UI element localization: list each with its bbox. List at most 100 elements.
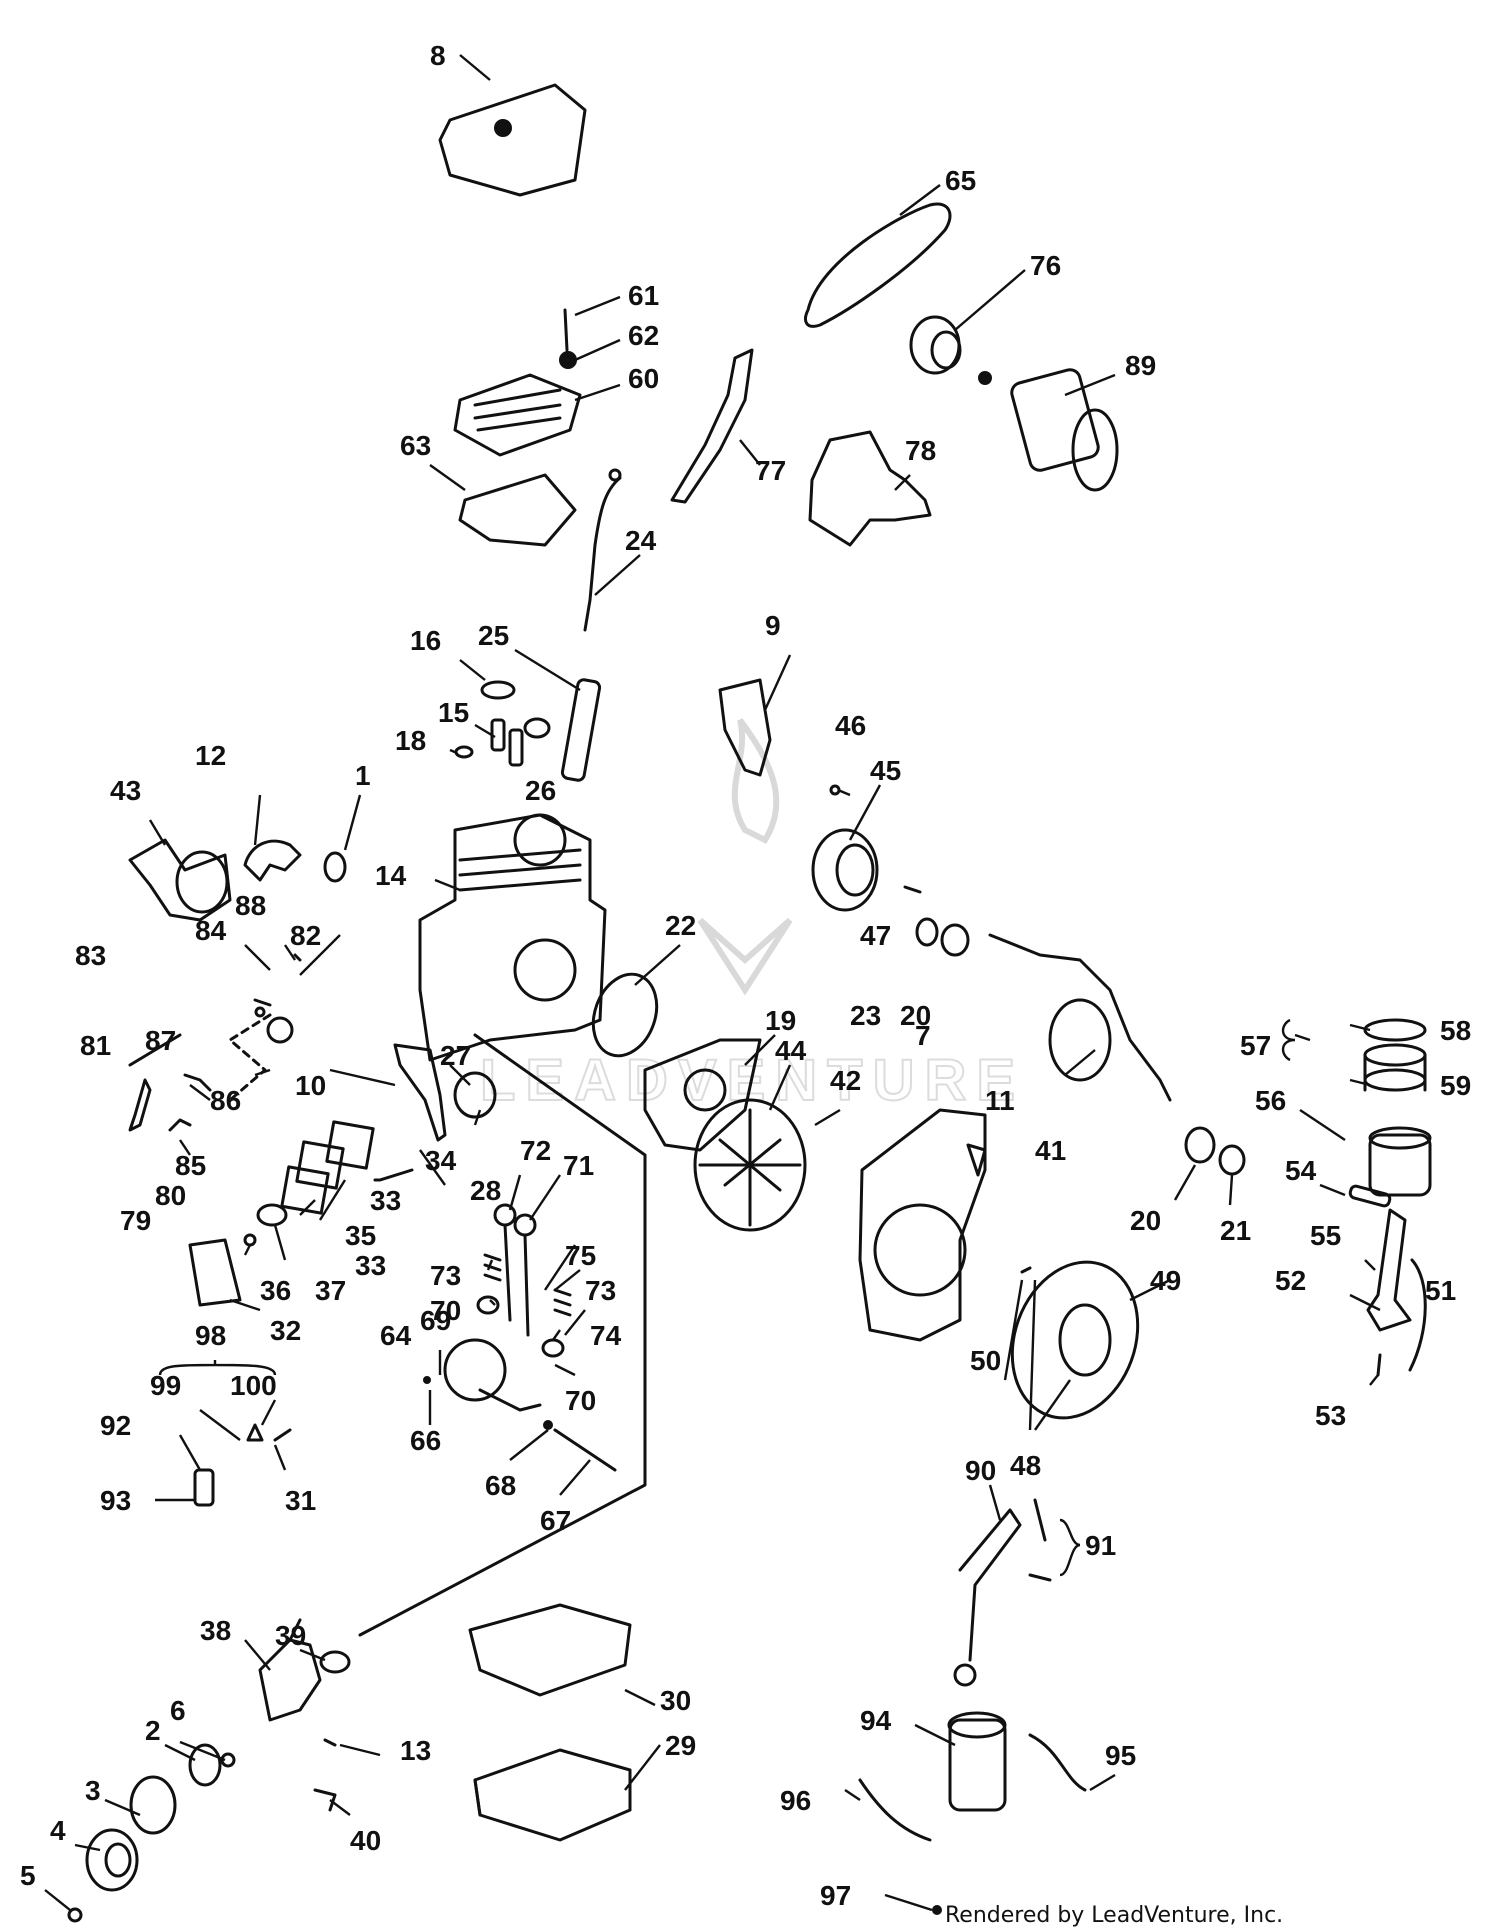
callout-36: 36 [260, 1275, 291, 1306]
callout-12: 12 [195, 740, 226, 771]
callout-43: 43 [110, 775, 141, 806]
leader-lines [44, 54, 1381, 1912]
callout-44: 44 [775, 1035, 807, 1066]
callout-20b: 20 [1130, 1205, 1161, 1236]
callout-88: 88 [235, 890, 266, 921]
callout-64: 64 [380, 1320, 412, 1351]
callout-90: 90 [965, 1455, 996, 1486]
callout-50: 50 [970, 1345, 1001, 1376]
callout-67: 67 [540, 1505, 571, 1536]
callout-66: 66 [410, 1425, 441, 1456]
callout-labels: 8 65 76 89 61 62 60 63 77 78 24 16 25 15… [20, 40, 1471, 1911]
callout-3: 3 [85, 1775, 101, 1806]
callout-92: 92 [100, 1410, 131, 1441]
callout-24: 24 [625, 525, 657, 556]
callout-85: 85 [175, 1150, 206, 1181]
callout-60: 60 [628, 363, 659, 394]
callout-68: 68 [485, 1470, 516, 1501]
callout-57: 57 [1240, 1030, 1271, 1061]
callout-78: 78 [905, 435, 936, 466]
callout-25: 25 [478, 620, 509, 651]
callout-74: 74 [590, 1320, 622, 1351]
callout-81: 81 [80, 1030, 111, 1061]
callout-69: 69 [420, 1305, 451, 1336]
callout-73b: 73 [585, 1275, 616, 1306]
callout-82: 82 [290, 920, 321, 951]
callout-42: 42 [830, 1065, 861, 1096]
callout-40: 40 [350, 1825, 381, 1856]
callout-45: 45 [870, 755, 901, 786]
callout-8: 8 [430, 40, 446, 71]
callout-65: 65 [945, 165, 976, 196]
callout-33a: 33 [370, 1185, 401, 1216]
callout-77: 77 [755, 455, 786, 486]
callout-21: 21 [1220, 1215, 1251, 1246]
callout-87: 87 [145, 1025, 176, 1056]
callout-94: 94 [860, 1705, 892, 1736]
callout-49: 49 [1150, 1265, 1181, 1296]
callout-51: 51 [1425, 1275, 1456, 1306]
callout-1: 1 [355, 760, 371, 791]
callout-48: 48 [1010, 1450, 1041, 1481]
callout-7: 7 [915, 1020, 931, 1051]
callout-95: 95 [1105, 1740, 1136, 1771]
callout-99: 99 [150, 1370, 181, 1401]
callout-18: 18 [395, 725, 426, 756]
callout-62: 62 [628, 320, 659, 351]
callout-28: 28 [470, 1175, 501, 1206]
callout-98: 98 [195, 1320, 226, 1351]
callout-89: 89 [1125, 350, 1156, 381]
callout-80: 80 [155, 1180, 186, 1211]
callout-72: 72 [520, 1135, 551, 1166]
watermark-logo: LEADVENTURE [479, 718, 1016, 1114]
callout-16: 16 [410, 625, 441, 656]
callout-22: 22 [665, 910, 696, 941]
callout-97: 97 [820, 1880, 851, 1911]
callout-70b: 70 [565, 1385, 596, 1416]
callout-86: 86 [210, 1085, 241, 1116]
callout-31: 31 [285, 1485, 316, 1516]
callout-38: 38 [200, 1615, 231, 1646]
callout-32: 32 [270, 1315, 301, 1346]
callout-100: 100 [230, 1370, 277, 1401]
callout-20a: 20 [900, 1000, 931, 1031]
callout-26: 26 [525, 775, 556, 806]
callout-76: 76 [1030, 250, 1061, 281]
callout-61: 61 [628, 280, 659, 311]
callout-37: 37 [315, 1275, 346, 1306]
callout-73a: 73 [430, 1260, 461, 1291]
callout-9: 9 [765, 610, 781, 641]
callout-6: 6 [170, 1695, 186, 1726]
callout-4: 4 [50, 1815, 66, 1846]
callout-83: 83 [75, 940, 106, 971]
callout-54: 54 [1285, 1155, 1317, 1186]
callout-10: 10 [295, 1070, 326, 1101]
callout-23: 23 [850, 1000, 881, 1031]
callout-15: 15 [438, 697, 469, 728]
credit-text: Rendered by LeadVenture, Inc. [945, 1903, 1283, 1928]
callout-52: 52 [1275, 1265, 1306, 1296]
parts [67, 83, 1432, 1923]
callout-91: 91 [1085, 1530, 1116, 1561]
callout-30: 30 [660, 1685, 691, 1716]
callout-29: 29 [665, 1730, 696, 1761]
callout-46: 46 [835, 710, 866, 741]
callout-47: 47 [860, 920, 891, 951]
callout-96: 96 [780, 1785, 811, 1816]
callout-84: 84 [195, 915, 227, 946]
callout-41: 41 [1035, 1135, 1066, 1166]
callout-71: 71 [563, 1150, 594, 1181]
callout-11: 11 [985, 1085, 1015, 1116]
callout-79: 79 [120, 1205, 151, 1236]
callout-5: 5 [20, 1860, 36, 1891]
callout-56: 56 [1255, 1085, 1286, 1116]
callout-2: 2 [145, 1715, 161, 1746]
callout-35: 35 [345, 1220, 376, 1251]
callout-27: 27 [440, 1040, 471, 1071]
callout-58: 58 [1440, 1015, 1471, 1046]
callout-53: 53 [1315, 1400, 1346, 1431]
callout-13: 13 [400, 1735, 431, 1766]
callout-14: 14 [375, 860, 407, 891]
callout-39: 39 [275, 1620, 306, 1651]
callout-19: 19 [765, 1005, 796, 1036]
